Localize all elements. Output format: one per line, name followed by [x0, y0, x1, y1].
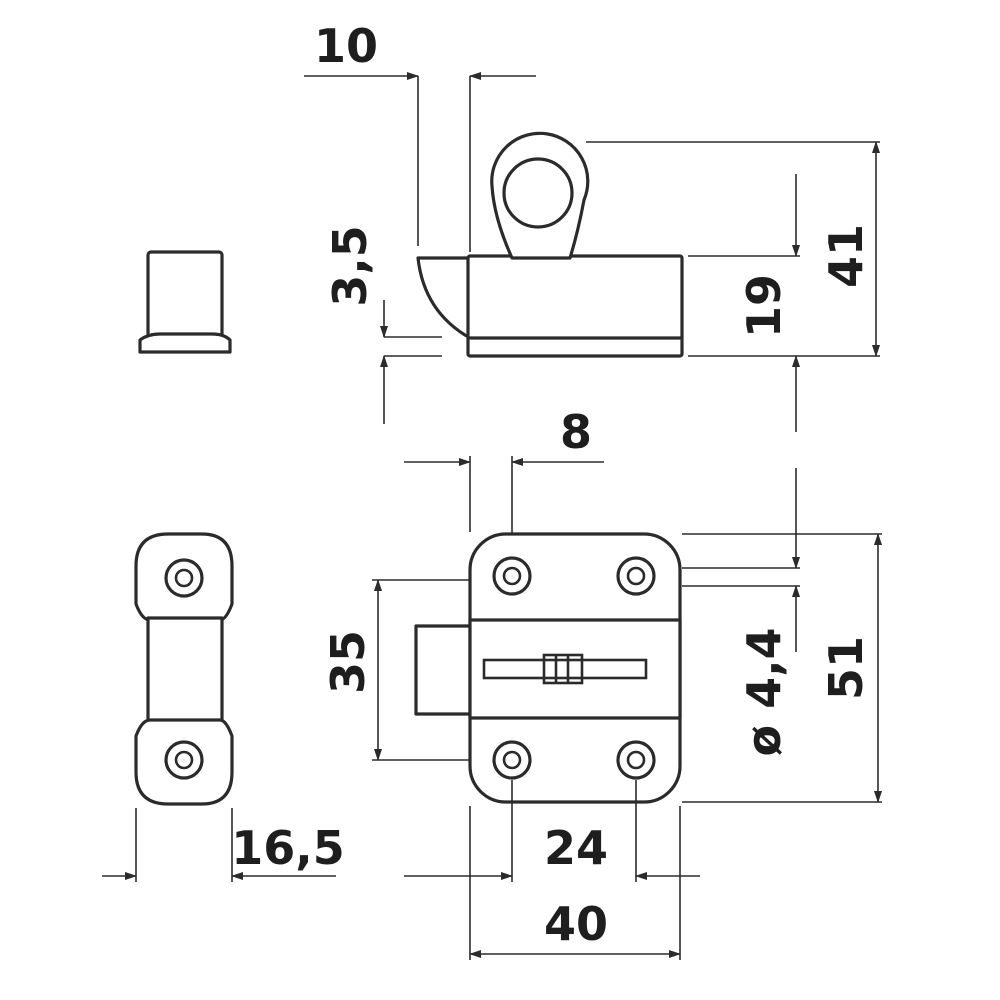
keeper-front-view [134, 532, 234, 806]
dim-hole-diameter: ø 4,4 [737, 627, 791, 756]
dimension-lines [102, 72, 882, 960]
keeper-side-view [138, 250, 232, 354]
dim-bolt-width: 8 [560, 405, 592, 459]
dim-slot-height: 35 [321, 630, 375, 694]
latch-side-view [416, 131, 684, 358]
dim-top-width: 10 [314, 19, 378, 73]
dim-plate-height: 51 [819, 636, 873, 700]
dim-keeper-width: 16,5 [231, 821, 345, 875]
dimension-labels: 10 3,5 19 41 8 ø 4,4 51 35 16,5 24 40 [231, 19, 873, 951]
latch-front-view [414, 532, 682, 804]
dim-hole-spacing: 24 [544, 821, 608, 875]
dim-plate-width: 40 [544, 897, 608, 951]
dim-lip-height: 3,5 [323, 225, 377, 307]
dim-total-height: 41 [819, 224, 873, 288]
dim-base-height: 19 [737, 274, 791, 338]
